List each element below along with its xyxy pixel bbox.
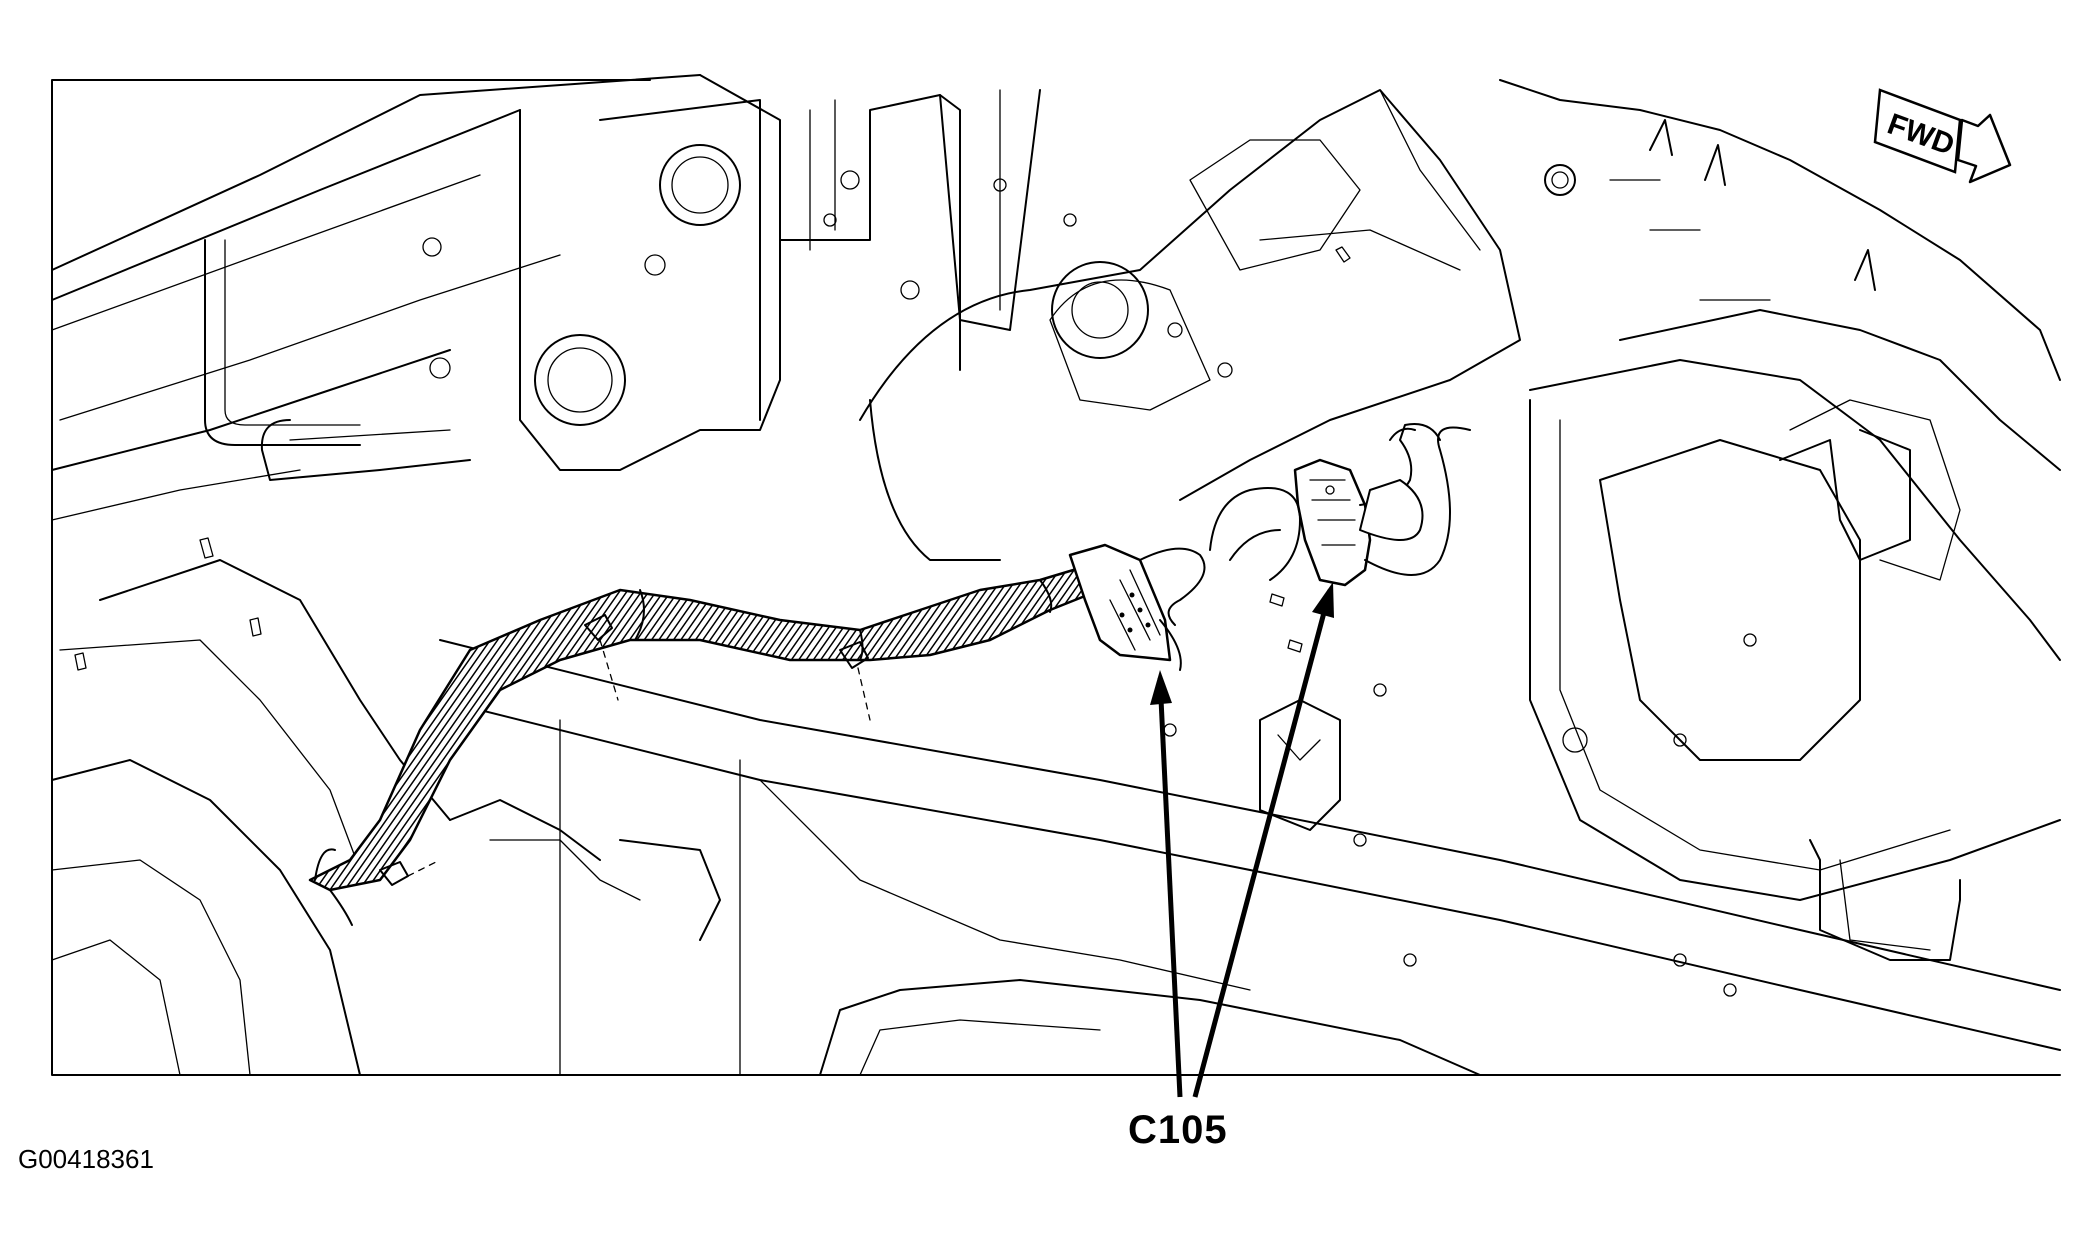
callout-arrows (1150, 582, 1334, 1098)
forward-direction-indicator: FWD (1873, 88, 2012, 184)
connector-callout-label: C105 (1128, 1108, 1228, 1152)
figure-id: G00418361 (18, 1144, 154, 1174)
connector-c105 (1068, 423, 1471, 671)
wiring-harness (308, 563, 1102, 926)
callout-arrow-left (1157, 677, 1183, 1098)
body-structure-lines (51, 74, 2061, 1076)
callout-arrow-right (1192, 589, 1333, 1098)
